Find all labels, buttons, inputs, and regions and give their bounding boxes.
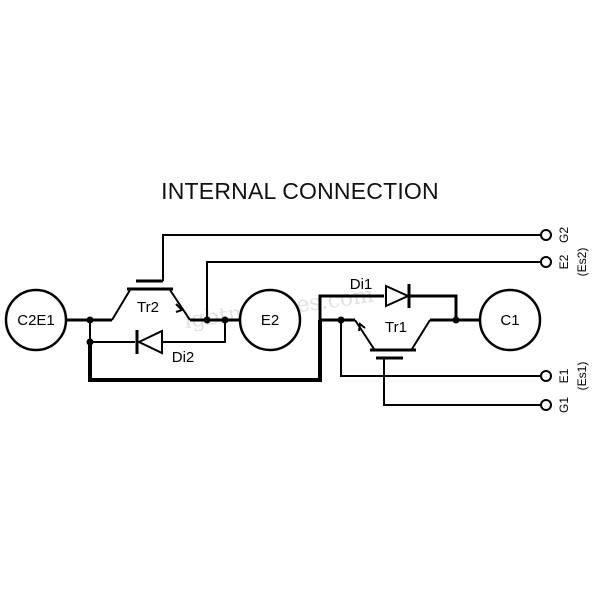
- junction-dot: [337, 316, 345, 324]
- tr2-di2-section: C2E1 Tr2 G2 E2 (Es2) Di2: [4, 227, 589, 366]
- terminal-c1: [478, 288, 542, 352]
- wire-sense-es1: [340, 320, 542, 377]
- junction-dot: [86, 316, 94, 324]
- terminal-e2: [238, 288, 302, 352]
- tr2-emitter-lead: [169, 289, 191, 321]
- tr2-transistor: Tr2: [111, 279, 191, 321]
- wire-di2-left: [89, 320, 135, 343]
- pin-e2-es2: [540, 256, 552, 268]
- terminal-c2e1-label: C2E1: [17, 312, 55, 329]
- tr2-collector-lead: [111, 289, 131, 321]
- di2-diode-triangle: [136, 329, 163, 355]
- pin-g1-label: G1: [557, 397, 571, 413]
- tr1-di1-section: Di1 Tr1 E1 (Es1) G1 C1: [318, 276, 589, 413]
- tr2-label: Tr2: [137, 299, 159, 316]
- tr1-emitter-arrow: [358, 322, 366, 332]
- junction-dot: [452, 316, 460, 324]
- bus-bar-c2e1-to-tr1: [88, 320, 322, 382]
- di2-label: Di2: [172, 349, 195, 366]
- wire-di1-left: [318, 294, 384, 320]
- junction-dot: [203, 316, 211, 324]
- junction-dot: [221, 316, 229, 324]
- di1-label: Di1: [350, 276, 373, 293]
- pin-g1: [540, 399, 552, 411]
- pin-g2: [540, 229, 552, 241]
- diagram-title: INTERNAL CONNECTION: [161, 178, 439, 204]
- pin-e2-label: E2: [557, 254, 571, 269]
- tr2-emitter-arrow: [175, 303, 184, 313]
- tr1-label: Tr1: [385, 319, 407, 336]
- wire-gate-g2: [162, 234, 542, 281]
- wire-di2-right: [162, 320, 226, 343]
- pin-es1-label: (Es1): [575, 362, 589, 391]
- wire-gate-g1: [383, 358, 542, 406]
- pin-e1-es1: [540, 370, 552, 382]
- pin-es2-label: (Es2): [575, 248, 589, 277]
- di1-diode-triangle: [385, 284, 411, 308]
- tr1-transistor: Tr1: [354, 319, 431, 360]
- wire-sense-es2: [206, 261, 542, 320]
- pin-g2-label: G2: [557, 227, 571, 243]
- wire-di1-right: [409, 294, 458, 320]
- pin-e1-label: E1: [557, 368, 571, 383]
- tr1-emitter-lead: [354, 319, 375, 350]
- tr1-collector-lead: [411, 319, 431, 350]
- terminal-e2-label: E2: [261, 312, 279, 329]
- terminal-c1-label: C1: [500, 312, 519, 329]
